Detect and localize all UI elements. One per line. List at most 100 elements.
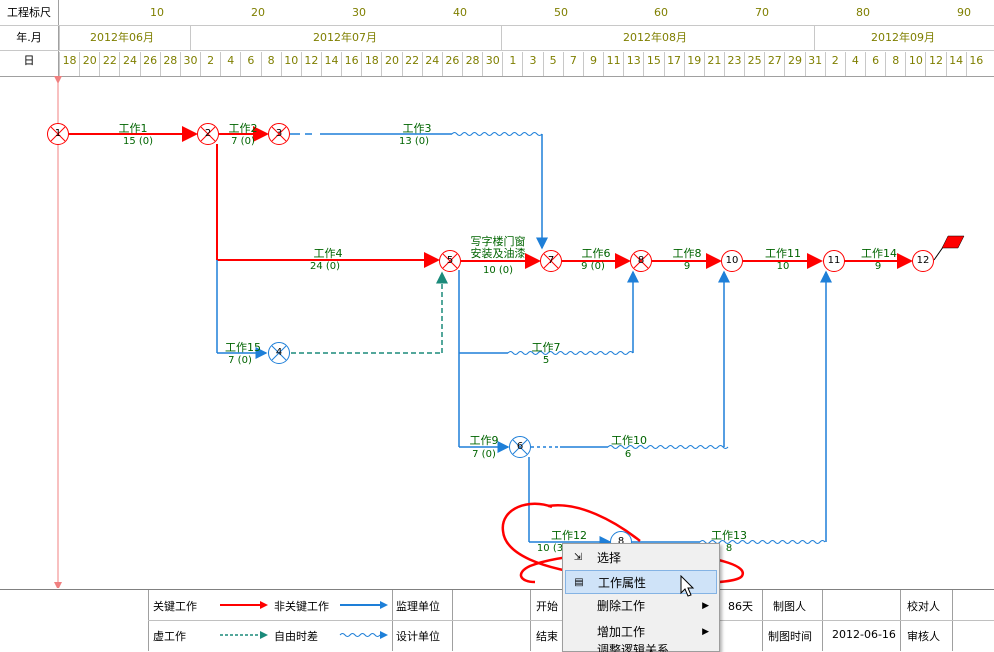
legend-start-label: 开始 [536, 600, 558, 613]
day-cell: 23 [723, 52, 744, 76]
activity-name[interactable]: 工作9 [469, 434, 499, 447]
day-cell: 5 [542, 52, 563, 76]
day-cell: 30 [482, 52, 502, 76]
network-node[interactable]: 4 [268, 342, 290, 364]
legend-noncritical-label: 非关键工作 [274, 600, 329, 613]
work13-freefloat [699, 540, 826, 544]
network-node[interactable]: 2 [197, 123, 219, 145]
day-cell: 22 [401, 52, 422, 76]
legend-checker-label: 校对人 [907, 600, 940, 613]
node-number: 1 [54, 128, 62, 139]
properties-icon: ▤ [574, 577, 584, 588]
legend-panel: 关键工作 非关键工作 监理单位 虚工作 自由时差 设计单位 开始 结束 86天 … [0, 589, 994, 651]
legend-end-label: 结束 [536, 630, 558, 643]
day-cell: 9 [582, 52, 603, 76]
activity-duration: 10 (3 [536, 543, 564, 554]
day-cell: 24 [119, 52, 139, 76]
activity-name[interactable]: 写字楼门窗 [470, 235, 526, 248]
day-cell: 16 [965, 52, 986, 76]
node-number: 4 [275, 347, 283, 358]
month-divider [59, 25, 60, 50]
day-cell: 27 [764, 52, 784, 76]
day-cell: 10 [905, 52, 925, 76]
annotation-scribble [501, 502, 745, 585]
day-cell: 26 [441, 52, 462, 76]
network-node[interactable]: 3 [268, 123, 290, 145]
activity-duration: 6 [624, 449, 632, 460]
activity-name[interactable]: 工作7 [531, 341, 561, 354]
day-cell: 8 [260, 52, 281, 76]
activity-name[interactable]: 工作6 [581, 247, 611, 260]
node-number: 12 [916, 255, 930, 266]
day-cell: 1 [502, 52, 522, 76]
activity-name[interactable]: 工作4 [313, 247, 343, 260]
node-number: 7 [547, 255, 555, 266]
day-cell: 8 [885, 52, 905, 76]
day-cell: 22 [99, 52, 119, 76]
month-row-label: 年.月 [0, 25, 59, 50]
ruler-tick: 90 [957, 6, 971, 19]
day-cell: 4 [844, 52, 865, 76]
network-node[interactable]: 12 [912, 250, 934, 272]
legend-drawn-date: 2012-06-16 [832, 628, 896, 641]
day-cell: 26 [139, 52, 160, 76]
activity-name[interactable]: 工作2 [228, 122, 258, 135]
scale-divider [0, 50, 994, 51]
legend-freefloat-label: 自由时差 [274, 630, 318, 643]
day-row-label: 日 [0, 50, 59, 76]
day-cell: 14 [320, 52, 341, 76]
activity-name[interactable]: 工作3 [402, 122, 432, 135]
activity-name[interactable]: 工作13 [711, 529, 747, 542]
context-menu[interactable]: ⇲ 选择 ▤ 工作属性 删除工作 ▶ 增加工作 ▶ 调整逻辑关系 [562, 543, 720, 652]
activity-name[interactable]: 工作12 [551, 529, 587, 542]
network-node[interactable]: 5 [439, 250, 461, 272]
day-cell: 15 [643, 52, 663, 76]
network-node[interactable]: 10 [721, 250, 743, 272]
submenu-arrow-icon: ▶ [702, 627, 709, 637]
ruler-tick: 20 [251, 6, 265, 19]
activity-name[interactable]: 工作14 [861, 247, 897, 260]
day-cell: 11 [603, 52, 623, 76]
ruler-tick: 10 [150, 6, 164, 19]
activity-duration: 8 [725, 543, 733, 554]
ruler-tick: 50 [554, 6, 568, 19]
day-cell: 2 [824, 52, 845, 76]
menu-item-work-properties[interactable]: ▤ 工作属性 [565, 570, 717, 594]
month-label: 2012年08月 [623, 31, 687, 44]
menu-item-add-work[interactable]: 增加工作 ▶ [565, 620, 717, 644]
node-number: 10 [725, 255, 739, 266]
activity-name-line2[interactable]: 安装及油漆 [470, 247, 526, 260]
activity-duration: 24 (0) [309, 261, 341, 272]
activity-name[interactable]: 工作10 [611, 434, 647, 447]
day-cell: 30 [179, 52, 200, 76]
network-node[interactable]: 7 [540, 250, 562, 272]
month-label: 2012年07月 [313, 31, 377, 44]
activity-name[interactable]: 工作8 [672, 247, 702, 260]
day-cell: 7 [562, 52, 583, 76]
day-cell: 31 [804, 52, 825, 76]
menu-item-adjust-logic[interactable]: 调整逻辑关系 [597, 644, 670, 652]
node-number: 8 [637, 255, 645, 266]
legend-dummy-arrow [220, 631, 268, 639]
day-cell: 20 [381, 52, 401, 76]
day-cell: 21 [703, 52, 724, 76]
ruler-tick: 60 [654, 6, 668, 19]
activity-name[interactable]: 工作11 [765, 247, 801, 260]
network-node[interactable]: 6 [509, 436, 531, 458]
day-cell: 25 [744, 52, 764, 76]
day-cell: 14 [945, 52, 966, 76]
legend-duration-value: 86天 [728, 600, 753, 613]
menu-item-select[interactable]: ⇲ 选择 [565, 546, 717, 570]
network-node[interactable]: 1 [47, 123, 69, 145]
menu-item-delete-work[interactable]: 删除工作 ▶ [565, 594, 717, 618]
legend-critical-label: 关键工作 [153, 600, 197, 613]
day-cell: 12 [925, 52, 945, 76]
network-node[interactable]: 11 [823, 250, 845, 272]
submenu-arrow-icon: ▶ [702, 601, 709, 611]
network-node[interactable]: 8 [630, 250, 652, 272]
ruler-tick: 30 [352, 6, 366, 19]
activity-name[interactable]: 工作15 [225, 341, 261, 354]
activity-name[interactable]: 工作1 [118, 122, 148, 135]
